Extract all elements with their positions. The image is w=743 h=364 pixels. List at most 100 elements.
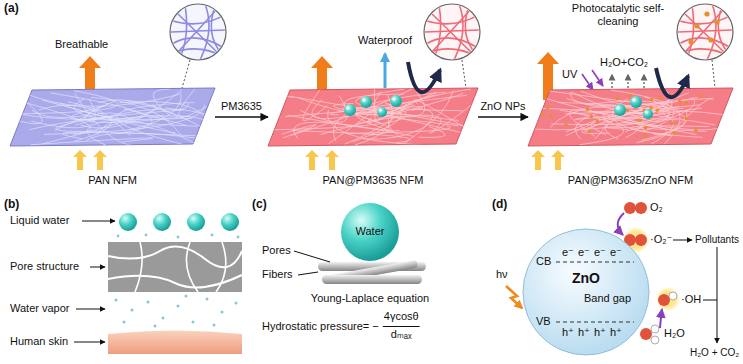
vapor-dot <box>221 311 224 314</box>
light-bolt <box>506 286 522 308</box>
magnified-view <box>714 19 719 24</box>
vapor-dot <box>185 295 188 298</box>
reaction-arrow <box>660 309 662 328</box>
annotation: Pore structure <box>10 260 79 273</box>
node-label: ZnO <box>572 272 600 285</box>
annotation: Fibers <box>262 268 293 281</box>
node-label: CB <box>536 255 551 268</box>
equation: 4γcosθ <box>384 310 419 323</box>
breathable-arrow <box>305 150 319 170</box>
zno-nanoparticle <box>644 126 648 130</box>
fiber-texture <box>535 90 731 145</box>
magnified-view <box>694 23 699 28</box>
annotation: Water vapor <box>10 302 70 315</box>
vapor-dot <box>235 302 238 305</box>
molecule <box>651 336 659 344</box>
zno-nanoparticle <box>638 119 642 123</box>
leader-arrow <box>76 309 105 310</box>
vapor-dot <box>192 321 195 324</box>
fiber <box>50 93 152 134</box>
repelled-water-arrow <box>656 68 688 97</box>
node-label: h⁺ <box>562 326 574 339</box>
annotation: Breathable <box>55 38 108 51</box>
fiber <box>80 90 182 129</box>
species-label: ·O₂⁻ <box>650 233 672 246</box>
fiber <box>30 110 184 130</box>
molecule <box>624 202 636 214</box>
zno-nanoparticle <box>698 94 702 98</box>
droplet-sphere <box>341 203 399 261</box>
zno-nanoparticle <box>588 130 592 134</box>
node-label: h⁺ <box>578 326 590 339</box>
reaction-arrow <box>673 240 692 241</box>
fiber <box>74 99 197 127</box>
water-droplet <box>119 213 137 231</box>
zno-nanoparticle <box>684 117 688 121</box>
zno-nanoparticle <box>650 98 654 102</box>
magnified-view <box>182 60 190 88</box>
magnified-view <box>170 4 733 88</box>
vapor-dot <box>131 309 134 312</box>
species-label: ·OH <box>681 293 701 306</box>
magnified-view <box>424 4 480 60</box>
leader-arrow <box>82 221 115 222</box>
fiber <box>374 88 376 122</box>
pore-structure <box>108 247 242 268</box>
species-label: H₂O + CO₂ <box>690 346 739 359</box>
breathable-arrow <box>551 150 565 170</box>
zno-nanoparticle <box>542 113 546 117</box>
leader-line <box>298 272 318 275</box>
molecule <box>635 202 647 214</box>
breathable-arrow <box>531 150 545 170</box>
magnified-view <box>677 4 733 60</box>
equation: Hydrostatic pressure= − <box>262 320 379 333</box>
zno-nanoparticle <box>673 131 677 135</box>
node-label: h⁺ <box>610 326 622 339</box>
band-edge <box>556 321 634 322</box>
droplet-highlight <box>346 106 349 109</box>
node-label: e⁻ <box>578 246 590 259</box>
zno-particle: CBe⁻e⁻e⁻e⁻ZnOBand gapVBh⁺h⁺h⁺h⁺ <box>522 228 650 356</box>
droplet-highlight <box>379 109 382 112</box>
zno-nanoparticle <box>626 109 630 113</box>
zno-nanoparticle <box>678 100 682 104</box>
water-droplet: Water <box>340 202 400 262</box>
magnified-view <box>677 4 733 60</box>
nanofiber-membrane: PAN@PM3635/ZnO NFM <box>528 88 733 192</box>
vapor-dot <box>211 234 214 237</box>
process-arrow <box>478 116 528 117</box>
molecule <box>635 234 647 246</box>
zno-nanoparticle <box>628 94 632 98</box>
vapor-dot <box>213 324 216 327</box>
magnified-view <box>424 4 480 60</box>
zno-nanoparticle <box>596 119 600 123</box>
node-label: e⁻ <box>594 246 606 259</box>
leader-arrow <box>90 267 105 268</box>
molecule <box>658 294 670 306</box>
fiber <box>419 127 446 138</box>
zno-nanoparticle <box>684 101 688 105</box>
leader-line <box>294 251 330 275</box>
membrane-sheet <box>268 88 478 146</box>
vapor-dot <box>177 305 180 308</box>
water-droplet <box>344 104 356 116</box>
breathable-arrow <box>93 150 107 170</box>
water-droplet <box>377 107 387 117</box>
annotation: Waterproof <box>358 34 412 47</box>
molecule <box>651 325 659 333</box>
waterproof-arrow <box>384 54 387 88</box>
fiber <box>373 92 412 113</box>
magnified-view <box>170 4 226 60</box>
magnified-view <box>424 4 480 60</box>
skin-layer <box>108 331 242 355</box>
fiber <box>271 92 293 97</box>
node-label: e⁻ <box>610 246 622 259</box>
droplet-highlight <box>362 98 365 101</box>
panel-letter: (b) <box>4 198 19 211</box>
leader-arrow <box>74 342 105 343</box>
node-label: VB <box>536 315 551 328</box>
zno-nanoparticle <box>564 123 568 127</box>
light-bolt <box>506 286 522 308</box>
zno-nanoparticle <box>644 133 648 137</box>
